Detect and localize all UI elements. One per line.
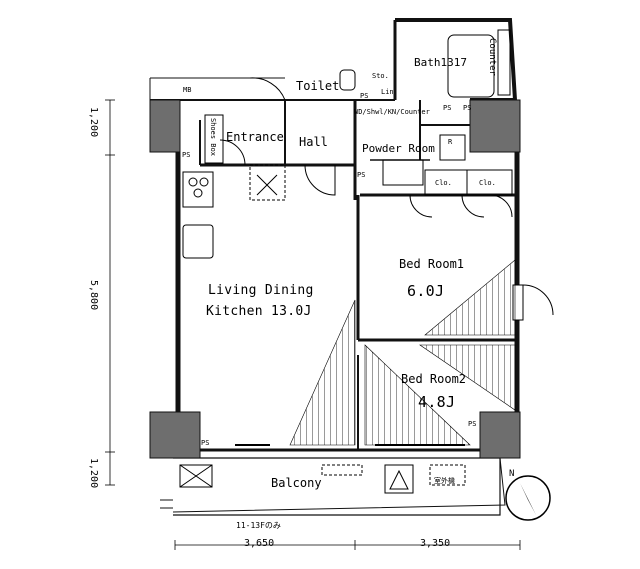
- north-compass: [505, 475, 551, 521]
- powder-room-label: Powder Room: [362, 142, 435, 155]
- ps-label: PS: [201, 439, 210, 447]
- cooktop: [182, 171, 214, 208]
- ps-label: PS: [357, 171, 366, 179]
- counter-label: Counter: [487, 38, 497, 76]
- column-top-right: [469, 99, 521, 153]
- dim-left-bottom: 1,200: [88, 458, 99, 489]
- dim-left-mid: 5,800: [88, 280, 99, 311]
- dim-bottom-left: 3,650: [244, 538, 275, 549]
- balcony-label: Balcony: [271, 476, 322, 490]
- doors: [219, 77, 554, 316]
- ps-label: PS: [463, 104, 472, 112]
- ps-label: PS: [182, 151, 191, 159]
- toilet-bowl: [339, 69, 356, 91]
- bedroom2-label: Bed Room2: [401, 372, 467, 386]
- ps-label: PS: [360, 92, 369, 100]
- bathtub: [447, 34, 495, 98]
- escape-hatch: [384, 464, 414, 494]
- sto-label: Sto.: [372, 72, 389, 80]
- toilet-label: Toilet: [296, 79, 340, 93]
- dimension-lines: [105, 99, 521, 550]
- hatching: [235, 259, 516, 446]
- living-label-1: Living Dining: [208, 283, 314, 298]
- compass-label: N: [509, 469, 515, 479]
- column-bottom-right: [479, 411, 521, 459]
- shoe-box-label: Shoes Box: [209, 118, 217, 156]
- interior-walls: [199, 100, 517, 450]
- wd-counter-label: WD/Shwl/KN/Counter: [354, 108, 430, 116]
- bedroom1-label: Bed Room1: [399, 257, 465, 271]
- lin-label: Lin: [381, 88, 394, 96]
- entrance-label: Entrance: [226, 130, 284, 144]
- columns: [149, 99, 521, 459]
- ps-label: PS: [468, 420, 477, 428]
- column-bottom-left: [149, 411, 201, 459]
- clo2-label: Clo.: [479, 179, 496, 187]
- washing-machine: [439, 134, 466, 161]
- kitchen-sink: [182, 224, 214, 259]
- mb-label: MB: [183, 86, 192, 94]
- bedroom1-size: 6.0J: [407, 282, 445, 300]
- outdoor-unit-label: 室外機: [434, 477, 455, 485]
- dim-bottom-right: 3,350: [420, 538, 451, 549]
- bedroom2-size: 4.8J: [418, 393, 456, 411]
- dim-left-top: 1,200: [88, 107, 99, 138]
- bath-label: Bath1317: [414, 56, 467, 69]
- closet-2: [466, 169, 513, 196]
- column-top-left: [149, 99, 181, 153]
- clo1-label: Clo.: [435, 179, 452, 187]
- r-label: R: [448, 138, 453, 146]
- shoe-storage: [204, 114, 224, 164]
- washbasin: [382, 159, 424, 186]
- fridge-space: [249, 164, 286, 201]
- ac-unit: [179, 464, 213, 488]
- living-label-2: Kitchen 13.0J: [206, 304, 312, 319]
- hall-label: Hall: [299, 135, 328, 149]
- fixtures: [179, 29, 524, 494]
- floors-note: 11-13Fのみ: [236, 521, 281, 530]
- ps-label: PS: [443, 104, 452, 112]
